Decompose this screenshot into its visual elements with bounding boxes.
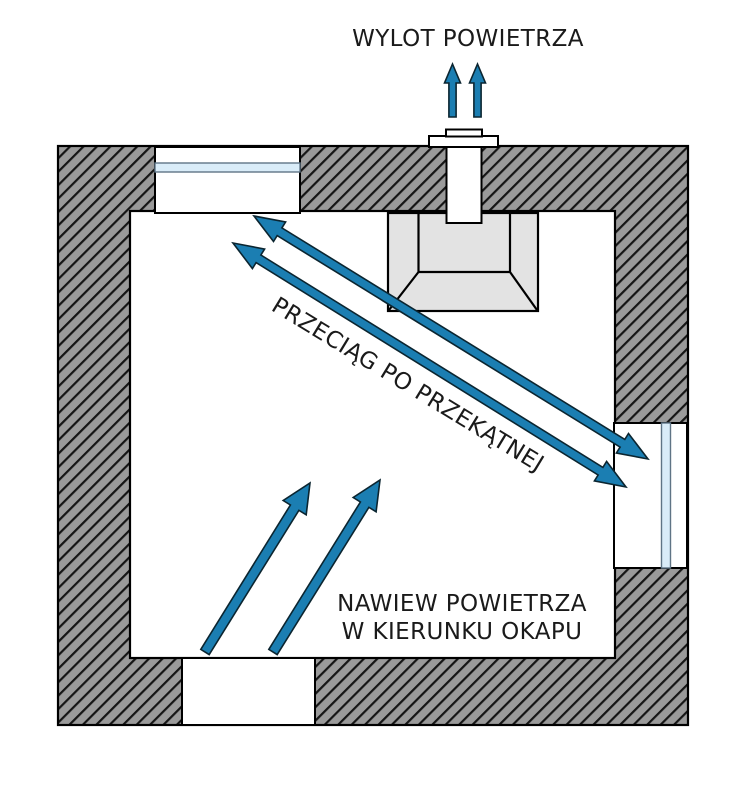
hood-body [386,211,540,313]
draft-arrow-lower [231,241,628,489]
duct-cap-top [445,128,483,138]
top-window-glass [154,162,301,173]
bottom-floor-opening [181,657,316,726]
right-window-glass [660,422,672,569]
supply-label-line2: W KIERUNKU OKAPU [342,619,583,645]
supply-arrow-left [199,481,311,656]
supply-arrow-right [267,478,382,656]
top-window-opening [154,146,301,214]
air-outlet-label: WYLOT POWIETRZA [352,26,584,52]
outlet-arrow-left [443,61,462,118]
supply-label-line1: NAWIEW POWIETRZA [337,591,587,617]
duct-cap-base [428,135,499,148]
range-hood [386,211,540,313]
exhaust-duct [445,145,483,224]
draft-arrow-upper [252,214,650,461]
outlet-arrow-right [468,61,487,118]
arrows-layer [199,61,650,656]
chimney [428,128,499,224]
